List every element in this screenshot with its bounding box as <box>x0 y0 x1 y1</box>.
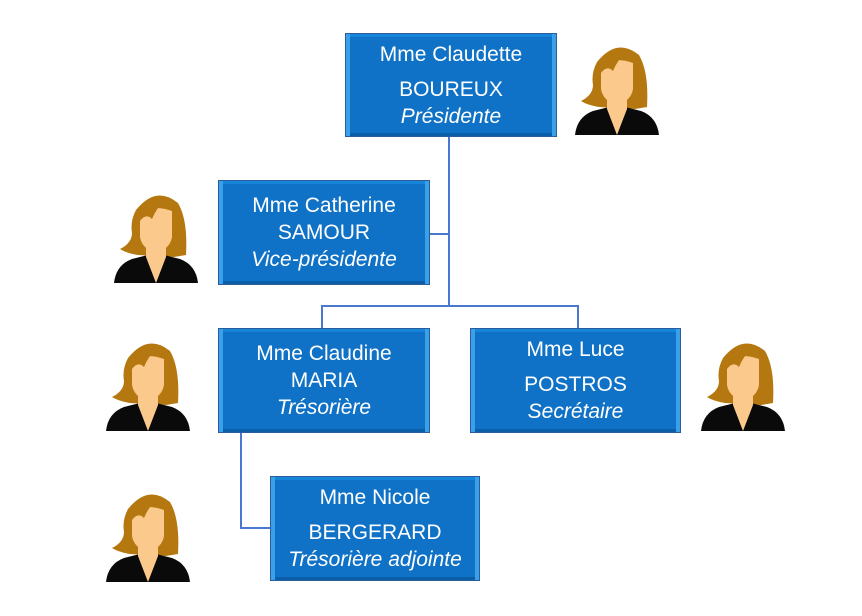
woman-avatar-icon <box>567 37 667 137</box>
woman-avatar-icon <box>106 185 206 285</box>
member-first-name: Mme Claudine <box>256 342 392 365</box>
member-box-secretary[interactable]: Mme Luce POSTROS Secrétaire <box>470 328 681 433</box>
connector-to-treasurer <box>321 305 323 329</box>
member-role: Trésorière adjointe <box>288 548 462 571</box>
member-last-name: POSTROS <box>524 373 627 396</box>
member-last-name: SAMOUR <box>277 221 371 244</box>
member-role: Présidente <box>400 104 502 128</box>
woman-avatar-icon <box>98 484 198 584</box>
woman-avatar-icon <box>98 333 198 433</box>
member-role: Vice-présidente <box>251 248 397 271</box>
member-box-vice-president[interactable]: Mme Catherine SAMOUR Vice-présidente <box>218 180 430 285</box>
member-first-name: Mme Luce <box>526 338 625 361</box>
member-last-name: BOUREUX <box>399 77 503 101</box>
member-box-treasurer[interactable]: Mme Claudine MARIA Trésorière <box>218 328 430 433</box>
connector-vice-president <box>430 233 449 235</box>
connector-treasurer-down <box>240 432 242 529</box>
member-first-name: Mme Nicole <box>319 486 431 509</box>
member-box-assistant-treasurer[interactable]: Mme Nicole BERGERARD Trésorière adjointe <box>270 476 480 581</box>
member-last-name: BERGERARD <box>308 521 442 544</box>
member-last-name: MARIA <box>290 369 358 392</box>
connector-president-trunk <box>448 137 450 307</box>
connector-to-assistant-treasurer <box>240 527 271 529</box>
connector-to-secretary <box>577 305 579 329</box>
member-role: Secrétaire <box>527 400 624 423</box>
woman-avatar-icon <box>693 333 793 433</box>
member-first-name: Mme Catherine <box>252 194 396 217</box>
member-box-president[interactable]: Mme Claudette BOUREUX Présidente <box>345 33 557 137</box>
connector-branch-horizontal <box>321 305 579 307</box>
member-first-name: Mme Claudette <box>379 42 523 66</box>
member-role: Trésorière <box>276 396 372 419</box>
